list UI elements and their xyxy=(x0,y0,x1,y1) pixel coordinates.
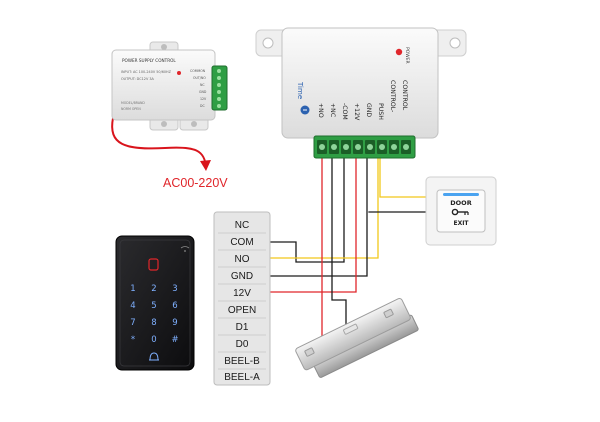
psu-small-terminal-label: COMMON xyxy=(190,69,206,73)
psu-small-terminal-label: 12V xyxy=(200,97,207,101)
wires xyxy=(111,116,427,339)
psu-small-terminal-label: GND xyxy=(199,90,207,94)
terminal-label-d0: D0 xyxy=(236,339,249,350)
terminal-label-open: OPEN xyxy=(228,305,256,316)
wire-exit-to-push xyxy=(379,157,427,198)
keypad-key[interactable]: * xyxy=(131,335,135,345)
keypad-key[interactable]: 0 xyxy=(151,335,156,345)
psu-large-terminal-label: +12V xyxy=(353,103,360,121)
wire-12v-to-12v xyxy=(267,157,357,293)
psu-large-time-label: Time xyxy=(296,81,304,99)
psu-large-power-led xyxy=(395,48,403,56)
psu-large-terminal-label: PUSH xyxy=(377,103,384,120)
psu-large-power-label: POWER xyxy=(404,47,410,64)
keypad-key[interactable]: 9 xyxy=(172,318,177,328)
keypad-key[interactable]: 2 xyxy=(151,284,156,294)
keypad-key[interactable]: 1 xyxy=(130,284,135,294)
psu-small-model: MODEL/BRAND xyxy=(121,101,145,105)
psu-large-terminal-label: GND xyxy=(365,103,372,117)
keypad-key[interactable]: 8 xyxy=(151,318,156,328)
mains-wire-arrow xyxy=(200,160,211,171)
terminal-label-12v: 12V xyxy=(233,288,251,299)
keypad-keys: 1 2 3 4 5 6 7 8 9 * 0 # xyxy=(130,284,178,345)
psu-large-terminal-label: CONTROL xyxy=(401,80,408,111)
mains-wire xyxy=(111,116,208,170)
wire-no-to-push xyxy=(267,157,379,259)
card-reader-icon xyxy=(148,258,159,271)
exit-button[interactable]: DOOR EXIT xyxy=(425,176,497,246)
magnetic-lock xyxy=(295,297,419,378)
psu-large-terminal-label: +NO xyxy=(317,103,324,118)
psu-small-sub: NORM OPEN xyxy=(121,107,141,111)
keypad-key[interactable]: 6 xyxy=(172,301,177,311)
terminal-strip: NC COM NO GND 12V OPEN D1 D0 BEEL-B BEEL… xyxy=(213,211,271,386)
terminal-label-com: COM xyxy=(230,237,253,248)
psu-large-terminal-label: CONTROL- xyxy=(389,80,396,112)
power-supply-small: POWER SUPPLY CONTROL INPUT: AC 100-240V … xyxy=(111,41,228,131)
keypad-body xyxy=(115,235,195,371)
doorbell-key-icon[interactable] xyxy=(149,352,159,361)
wire-com-to-com xyxy=(267,157,345,263)
psu-small-terminal-label: OUT/NO xyxy=(193,76,206,80)
access-keypad: 1 2 3 4 5 6 7 8 9 * 0 # xyxy=(115,235,195,371)
keypad-key[interactable]: 4 xyxy=(130,301,135,311)
exit-button-line2: EXIT xyxy=(453,220,469,227)
keypad-key[interactable]: # xyxy=(171,335,178,345)
terminal-label-no: NO xyxy=(235,254,250,265)
psu-small-input: INPUT: AC 100-240V 50/60HZ xyxy=(121,70,172,74)
power-supply-large: POWER Time +NO +NC -COM +12V GND PUSH CO… xyxy=(255,27,467,159)
terminal-label-beel-b: BEEL-B xyxy=(224,356,260,367)
psu-large-body xyxy=(281,27,439,139)
key-icon xyxy=(451,208,469,216)
psu-small-terminal-labels: COMMON OUT/NO NC GND 12V DC xyxy=(190,69,207,108)
lock-body xyxy=(295,297,411,371)
mains-voltage-label: AC00-220V xyxy=(163,176,228,190)
terminal-label-nc: NC xyxy=(235,220,249,231)
exit-button-line1: DOOR xyxy=(450,199,471,207)
psu-large-terminal-labels: +NO +NC -COM +12V GND PUSH CONTROL- CONT… xyxy=(317,80,408,121)
terminal-label-d1: D1 xyxy=(236,322,249,333)
psu-small-terminal-block xyxy=(211,65,228,111)
psu-large-terminal-label: +NC xyxy=(329,103,336,117)
psu-small-terminal-label: DC xyxy=(200,104,205,108)
wifi-icon xyxy=(180,246,190,249)
terminal-label-beel-a: BEEL-A xyxy=(224,372,260,383)
psu-small-output: OUTPUT: DC12V 3A xyxy=(121,77,155,81)
psu-small-led xyxy=(177,71,181,75)
psu-large-terminal-label: -COM xyxy=(341,103,348,120)
terminal-label-gnd: GND xyxy=(231,271,253,282)
keypad-key[interactable]: 5 xyxy=(151,301,156,311)
wire-gnd-to-gnd xyxy=(267,157,368,277)
psu-small-title: POWER SUPPLY CONTROL xyxy=(122,58,176,63)
keypad-key[interactable]: 3 xyxy=(172,284,177,294)
wire-lock-black xyxy=(331,157,347,339)
keypad-key[interactable]: 7 xyxy=(130,318,135,328)
psu-small-terminal-label: NC xyxy=(200,83,205,87)
